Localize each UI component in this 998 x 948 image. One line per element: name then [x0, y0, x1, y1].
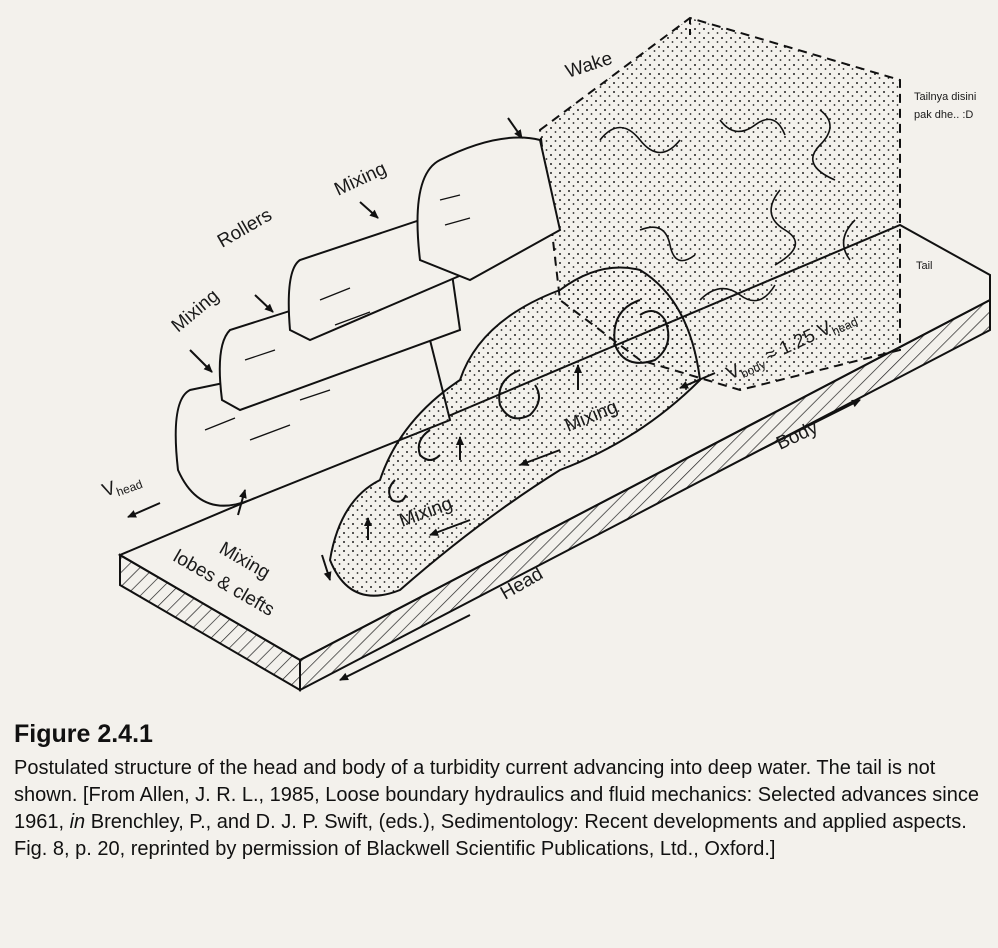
- arrow-wake: [507, 117, 523, 139]
- vortex-large: [613, 299, 670, 364]
- label-mixing-left: Mixing: [168, 285, 224, 336]
- turbidity-current-diagram: Wake Mixing Rollers Mixing Mixing Mixing…: [100, 16, 991, 692]
- arrow-lobes: [237, 489, 247, 516]
- caption-text-italic: in: [69, 811, 86, 833]
- current-head: [328, 266, 702, 597]
- rollers: [174, 136, 562, 507]
- arrow-inner-2: [429, 519, 471, 536]
- arrow-v-head: [127, 502, 161, 518]
- label-v-head: Vhead: [100, 468, 145, 503]
- note-tail: Tail: [916, 260, 933, 272]
- flow-arrows: [127, 117, 861, 681]
- label-mixing-top: Mixing: [331, 158, 390, 200]
- label-rollers: Rollers: [214, 205, 276, 253]
- arrow-head-span: [339, 614, 471, 681]
- roller-4: [416, 136, 562, 282]
- caption-title: Figure 2.4.1: [14, 720, 153, 748]
- vortex-tiny: [388, 479, 407, 503]
- arrow-body-span: [759, 399, 861, 451]
- caption-text-part2: Brenchley, P., and D. J. P. Swift, (eds.…: [14, 811, 967, 860]
- caption-text-part1: Postulated structure of the head and bod…: [14, 757, 979, 833]
- arrow-body-flow: [679, 372, 716, 389]
- arrow-inner-1: [519, 449, 561, 466]
- arrow-mixing-left: [189, 349, 213, 373]
- vortex-small: [417, 429, 441, 461]
- figure-caption: Figure 2.4.1 Postulated structure of the…: [14, 720, 989, 863]
- caption-text: Postulated structure of the head and bod…: [14, 755, 989, 863]
- arrow-mixing-top: [359, 201, 379, 219]
- note-line-1: Tailnya disini: [914, 91, 976, 103]
- vortex-mid: [498, 369, 540, 420]
- arrow-clefts: [321, 554, 332, 581]
- label-wake: Wake: [563, 48, 615, 83]
- note-line-2: pak dhe.. :D: [914, 109, 973, 121]
- svg-text:Vhead: Vhead: [100, 468, 145, 503]
- arrow-mixing-mid: [254, 294, 274, 313]
